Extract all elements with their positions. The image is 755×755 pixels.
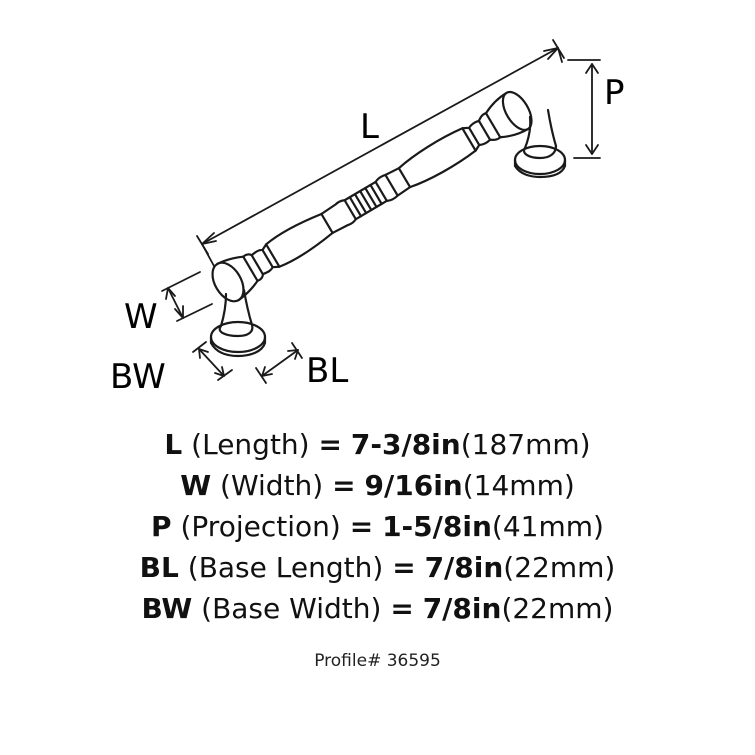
projection-label: P: [604, 73, 625, 113]
base-length-label: BL: [306, 351, 349, 391]
spec-row-projection: P (Projection) = 1-5/8in(41mm): [0, 506, 755, 547]
spec-name: (Width): [220, 469, 324, 502]
spec-key: BW: [141, 592, 193, 625]
spec-row-base-width: BW (Base Width) = 7/8in(22mm): [0, 588, 755, 629]
spec-value: 7/8in: [422, 592, 502, 625]
spec-name: (Length): [191, 428, 310, 461]
width-dimension: [161, 271, 213, 322]
spec-key: P: [151, 510, 172, 543]
spec-metric: (41mm): [491, 510, 604, 543]
spec-key: W: [180, 469, 212, 502]
specifications-list: L (Length) = 7-3/8in(187mm) W (Width) = …: [0, 424, 755, 629]
right-post: [523, 108, 558, 150]
spec-row-base-length: BL (Base Length) = 7/8in(22mm): [0, 547, 755, 588]
spec-equals: =: [392, 551, 416, 584]
spec-equals: =: [332, 469, 356, 502]
spec-row-length: L (Length) = 7-3/8in(187mm): [0, 424, 755, 465]
width-label: W: [124, 297, 158, 337]
spec-value: 7/8in: [424, 551, 504, 584]
base-width-dimension: [192, 341, 233, 381]
spec-equals: =: [390, 592, 414, 625]
profile-number: Profile# 36595: [314, 651, 441, 671]
spec-value: 9/16in: [364, 469, 463, 502]
spec-metric: (22mm): [503, 551, 616, 584]
spec-metric: (14mm): [462, 469, 575, 502]
spec-row-width: W (Width) = 9/16in(14mm): [0, 465, 755, 506]
base-width-label: BW: [110, 357, 166, 397]
spec-value: 1-5/8in: [382, 510, 492, 543]
spec-equals: =: [349, 510, 374, 543]
projection-dimension: [567, 59, 601, 159]
spec-name: (Base Length): [187, 551, 384, 584]
left-post: [219, 288, 254, 328]
spec-name: (Base Width): [201, 592, 382, 625]
length-label: L: [360, 107, 379, 147]
spec-key: BL: [139, 551, 179, 584]
spec-metric: (187mm): [460, 428, 591, 461]
pull-handle: [211, 90, 533, 303]
spec-equals: =: [318, 428, 342, 461]
spec-key: L: [164, 428, 183, 461]
spec-name: (Projection): [180, 510, 341, 543]
cabinet-pull-drawing: [161, 39, 601, 384]
right-base: [513, 144, 567, 176]
spec-value: 7-3/8in: [350, 428, 461, 461]
spec-metric: (22mm): [501, 592, 614, 625]
length-dimension: [196, 39, 565, 267]
base-length-dimension: [255, 342, 303, 384]
